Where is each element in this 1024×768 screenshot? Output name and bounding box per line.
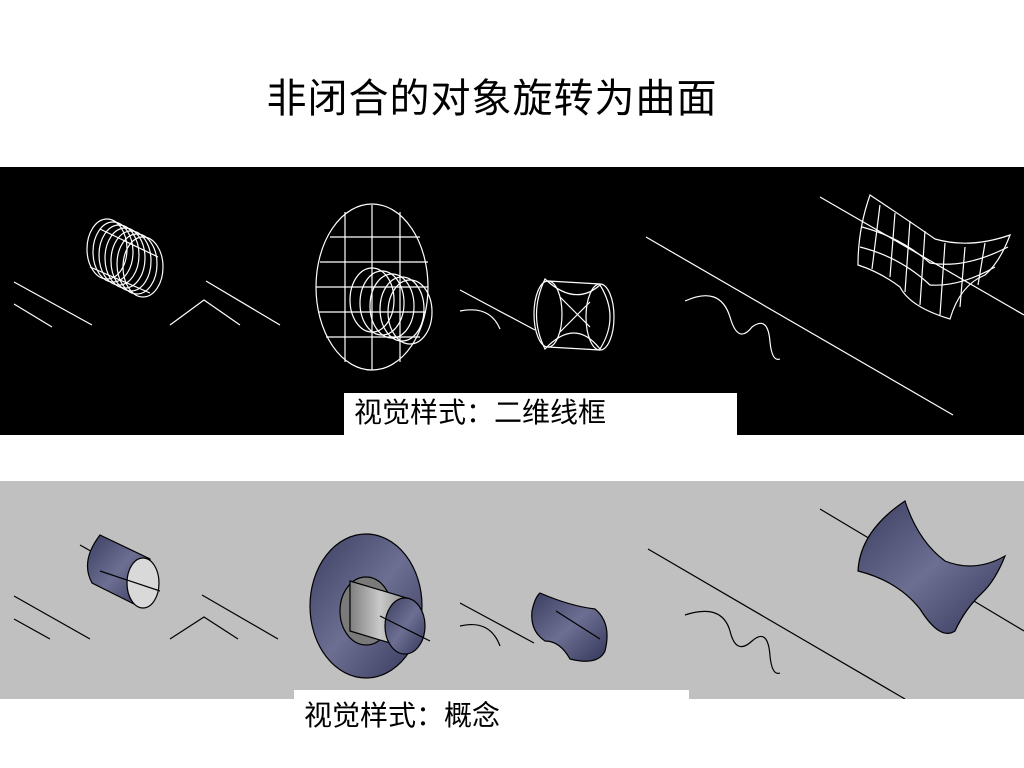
wire-spool — [533, 278, 615, 351]
solid-flange — [309, 533, 431, 679]
wire-warped-surface — [819, 194, 1024, 320]
solid-warped-surface — [819, 500, 1024, 634]
wire-cylinder — [86, 218, 164, 298]
slide-title: 非闭合的对象旋转为曲面 — [266, 76, 718, 122]
solid-arc-profile — [459, 602, 535, 647]
wireframe-scene — [13, 194, 1024, 416]
wire-wavy-profile — [684, 295, 781, 360]
wire-angle-profile — [169, 280, 281, 326]
wireframe-viewport[interactable] — [0, 167, 1024, 435]
wire-flange — [315, 203, 433, 371]
solid-spool — [531, 592, 608, 662]
conceptual-caption: 视觉样式：概念 — [294, 690, 689, 740]
conceptual-scene — [13, 500, 1024, 699]
wire-arc-profile — [459, 289, 536, 331]
solid-angle-profile — [169, 594, 279, 640]
wireframe-caption: 视觉样式：二维线框 — [344, 393, 737, 435]
conceptual-viewport[interactable] — [0, 481, 1024, 699]
solid-cylinder — [86, 534, 161, 609]
wire-profile-lines-1 — [13, 281, 93, 328]
solid-axis-line-1 — [647, 548, 906, 699]
wire-axis-line-1 — [645, 236, 954, 416]
solid-wavy-profile — [684, 610, 781, 674]
